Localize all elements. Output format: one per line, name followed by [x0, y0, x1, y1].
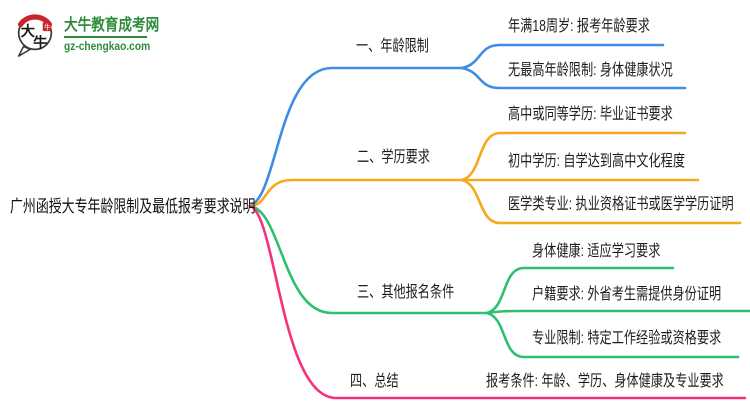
branch-3-leaf-2-line — [485, 309, 750, 315]
branch-1-main-line — [248, 66, 464, 208]
brand-domain: gz-chengkao.com — [64, 38, 151, 53]
logo-red-seal — [42, 22, 52, 32]
branch-4-label: 四、总结 — [350, 373, 399, 390]
branch-1-leaf-2-line — [460, 66, 687, 90]
branch-2-leaf-3: 医学类专业: 执业资格证书或医学学历证明 — [508, 196, 734, 213]
branch-2-leaf-1: 高中或同等学历: 毕业证书要求 — [508, 106, 673, 123]
branch-1-label: 一、年龄限制 — [356, 38, 429, 55]
branch-2-leaf-2: 初中学历: 自学达到高中文化程度 — [508, 153, 686, 170]
daniu-logo-icon: 大 牛 牛 — [17, 14, 53, 57]
branch-3-main-line — [248, 204, 489, 315]
branch-4-main-line — [248, 204, 747, 400]
branch-summary-lines — [248, 204, 747, 400]
branch-1-leaf-1-line — [460, 43, 665, 70]
site-logo[interactable]: 大 牛 牛 大牛教育成考网 gz-chengkao.com — [13, 10, 176, 58]
branch-education-lines — [248, 131, 742, 225]
branch-1-leaf-2: 无最高年龄限制: 身体健康状况 — [508, 62, 673, 79]
brand-divider — [64, 35, 147, 38]
branch-3-leaf-1-line — [485, 266, 675, 315]
root-topic: 广州函授大专年龄限制及最低报考要求说明 — [10, 197, 256, 216]
branch-3-leaf-3-line — [485, 311, 740, 359]
branch-2-main-line — [248, 178, 464, 208]
svg-text:牛: 牛 — [44, 23, 51, 32]
branch-2-leaf-3-line — [460, 178, 742, 225]
branch-3-label: 三、其他报名条件 — [357, 284, 455, 301]
brand-name: 大牛教育成考网 — [64, 16, 160, 34]
branch-2-leaf-1-line — [460, 131, 687, 182]
branch-2-label: 二、学历要求 — [357, 149, 430, 166]
branch-3-leaf-1: 身体健康: 适应学习要求 — [532, 243, 661, 260]
branch-3-leaf-3: 专业限制: 特定工作经验或资格要求 — [532, 330, 722, 347]
branch-4-leaf-1: 报考条件: 年龄、学历、身体健康及专业要求 — [486, 373, 724, 390]
branch-1-leaf-1: 年满18周岁: 报考年龄要求 — [508, 18, 650, 35]
logo-char-1: 大 — [21, 22, 36, 40]
branch-other-conditions-lines — [248, 204, 750, 359]
branch-3-leaf-2: 户籍要求: 外省考生需提供身份证明 — [532, 286, 722, 303]
branch-age-limit-lines — [248, 43, 687, 208]
logo-char-2: 牛 — [33, 33, 47, 51]
